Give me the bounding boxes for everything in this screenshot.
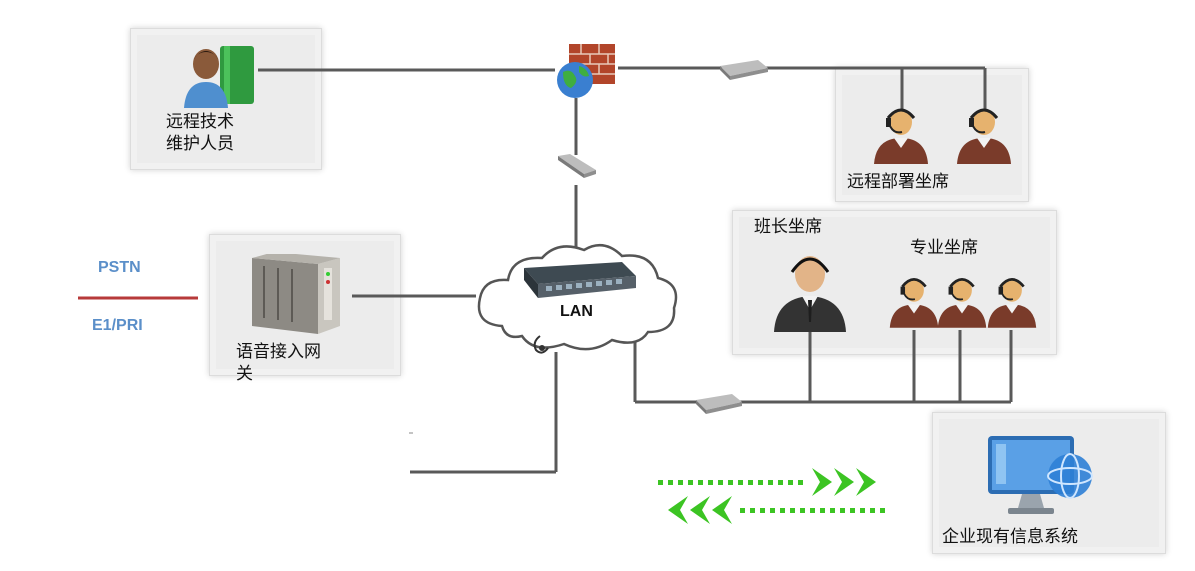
voice-gateway-icon xyxy=(252,254,340,334)
headset-agent-icon xyxy=(874,108,928,164)
remote-tech-label-1: 远程技术 xyxy=(166,112,234,132)
remote-seats-card xyxy=(835,68,1029,202)
computer-system-icon xyxy=(988,436,1093,514)
pro-seat-label: 专业坐席 xyxy=(910,238,978,258)
headset-agent-icon xyxy=(889,278,939,328)
voice-gateway-label-1: 语音接入网 xyxy=(236,342,321,362)
remote-tech-label-2: 维护人员 xyxy=(166,134,234,154)
remote-seats-label: 远程部署坐席 xyxy=(847,172,949,192)
person-with-book-icon xyxy=(184,46,254,108)
switch-top-right-icon xyxy=(720,60,768,80)
lan-label: LAN xyxy=(560,303,593,320)
lan-cloud-icon: LAN xyxy=(477,243,678,354)
switch-vertical-icon xyxy=(558,154,596,178)
e1pri-label: E1/PRI xyxy=(92,317,143,334)
headset-agent-icon xyxy=(937,278,987,328)
supervisor-icon xyxy=(774,256,846,332)
headset-agent-icon xyxy=(987,278,1037,328)
bidirectional-arrows-icon xyxy=(658,468,885,524)
pstn-label: PSTN xyxy=(98,259,141,276)
monitor-seat-label: 班长坐席 xyxy=(754,217,822,237)
switch-bottom-icon xyxy=(696,394,742,414)
voice-gateway-label-2: 关 xyxy=(236,364,253,384)
enterprise-system-label: 企业现有信息系统 xyxy=(942,527,1078,547)
headset-agent-icon xyxy=(957,108,1011,164)
firewall-globe-icon xyxy=(557,44,615,98)
